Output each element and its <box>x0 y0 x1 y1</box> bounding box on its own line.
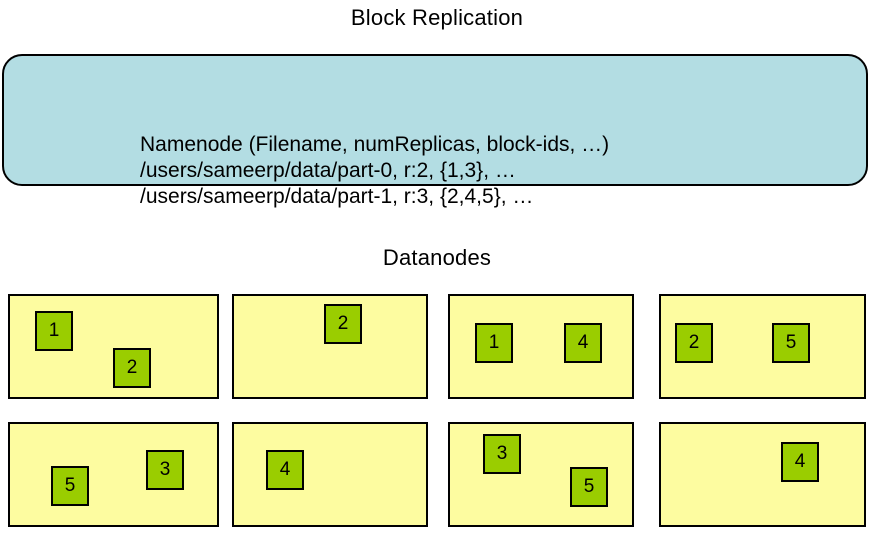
block-chip[interactable]: 5 <box>570 467 608 507</box>
block-chip[interactable]: 2 <box>675 323 713 363</box>
namenode-file-line-1: /users/sameerp/data/part-1, r:3, {2,4,5}… <box>140 185 534 208</box>
block-chip[interactable]: 3 <box>483 434 521 474</box>
block-chip[interactable]: 1 <box>475 323 513 363</box>
datanode-7[interactable]: 3 5 <box>448 422 634 527</box>
datanode-6[interactable]: 4 <box>232 422 428 527</box>
datanode-5[interactable]: 5 3 <box>8 422 219 527</box>
block-chip[interactable]: 5 <box>772 323 810 363</box>
block-chip[interactable]: 4 <box>266 450 304 490</box>
datanodes-section-title: Datanodes <box>382 245 492 270</box>
page-title: Block Replication <box>350 5 524 30</box>
namenode-metadata-text: Namenode (Filename, numReplicas, block-i… <box>140 132 609 210</box>
datanode-1[interactable]: 1 2 <box>8 294 219 399</box>
namenode-panel: Namenode (Filename, numReplicas, block-i… <box>2 54 868 208</box>
datanode-8[interactable]: 4 <box>659 422 866 527</box>
block-chip[interactable]: 2 <box>113 348 151 388</box>
namenode-file-line-0: /users/sameerp/data/part-0, r:2, {1,3}, … <box>140 159 516 182</box>
block-chip[interactable]: 4 <box>564 323 602 363</box>
datanode-2[interactable]: 2 <box>232 294 428 399</box>
block-chip[interactable]: 5 <box>51 466 89 506</box>
block-chip[interactable]: 4 <box>781 442 819 482</box>
block-chip[interactable]: 2 <box>324 304 362 344</box>
namenode-header-line: Namenode (Filename, numReplicas, block-i… <box>140 133 610 156</box>
datanode-4[interactable]: 2 5 <box>659 294 866 399</box>
block-chip[interactable]: 3 <box>146 450 184 490</box>
block-chip[interactable]: 1 <box>35 311 73 351</box>
datanode-3[interactable]: 1 4 <box>448 294 634 399</box>
